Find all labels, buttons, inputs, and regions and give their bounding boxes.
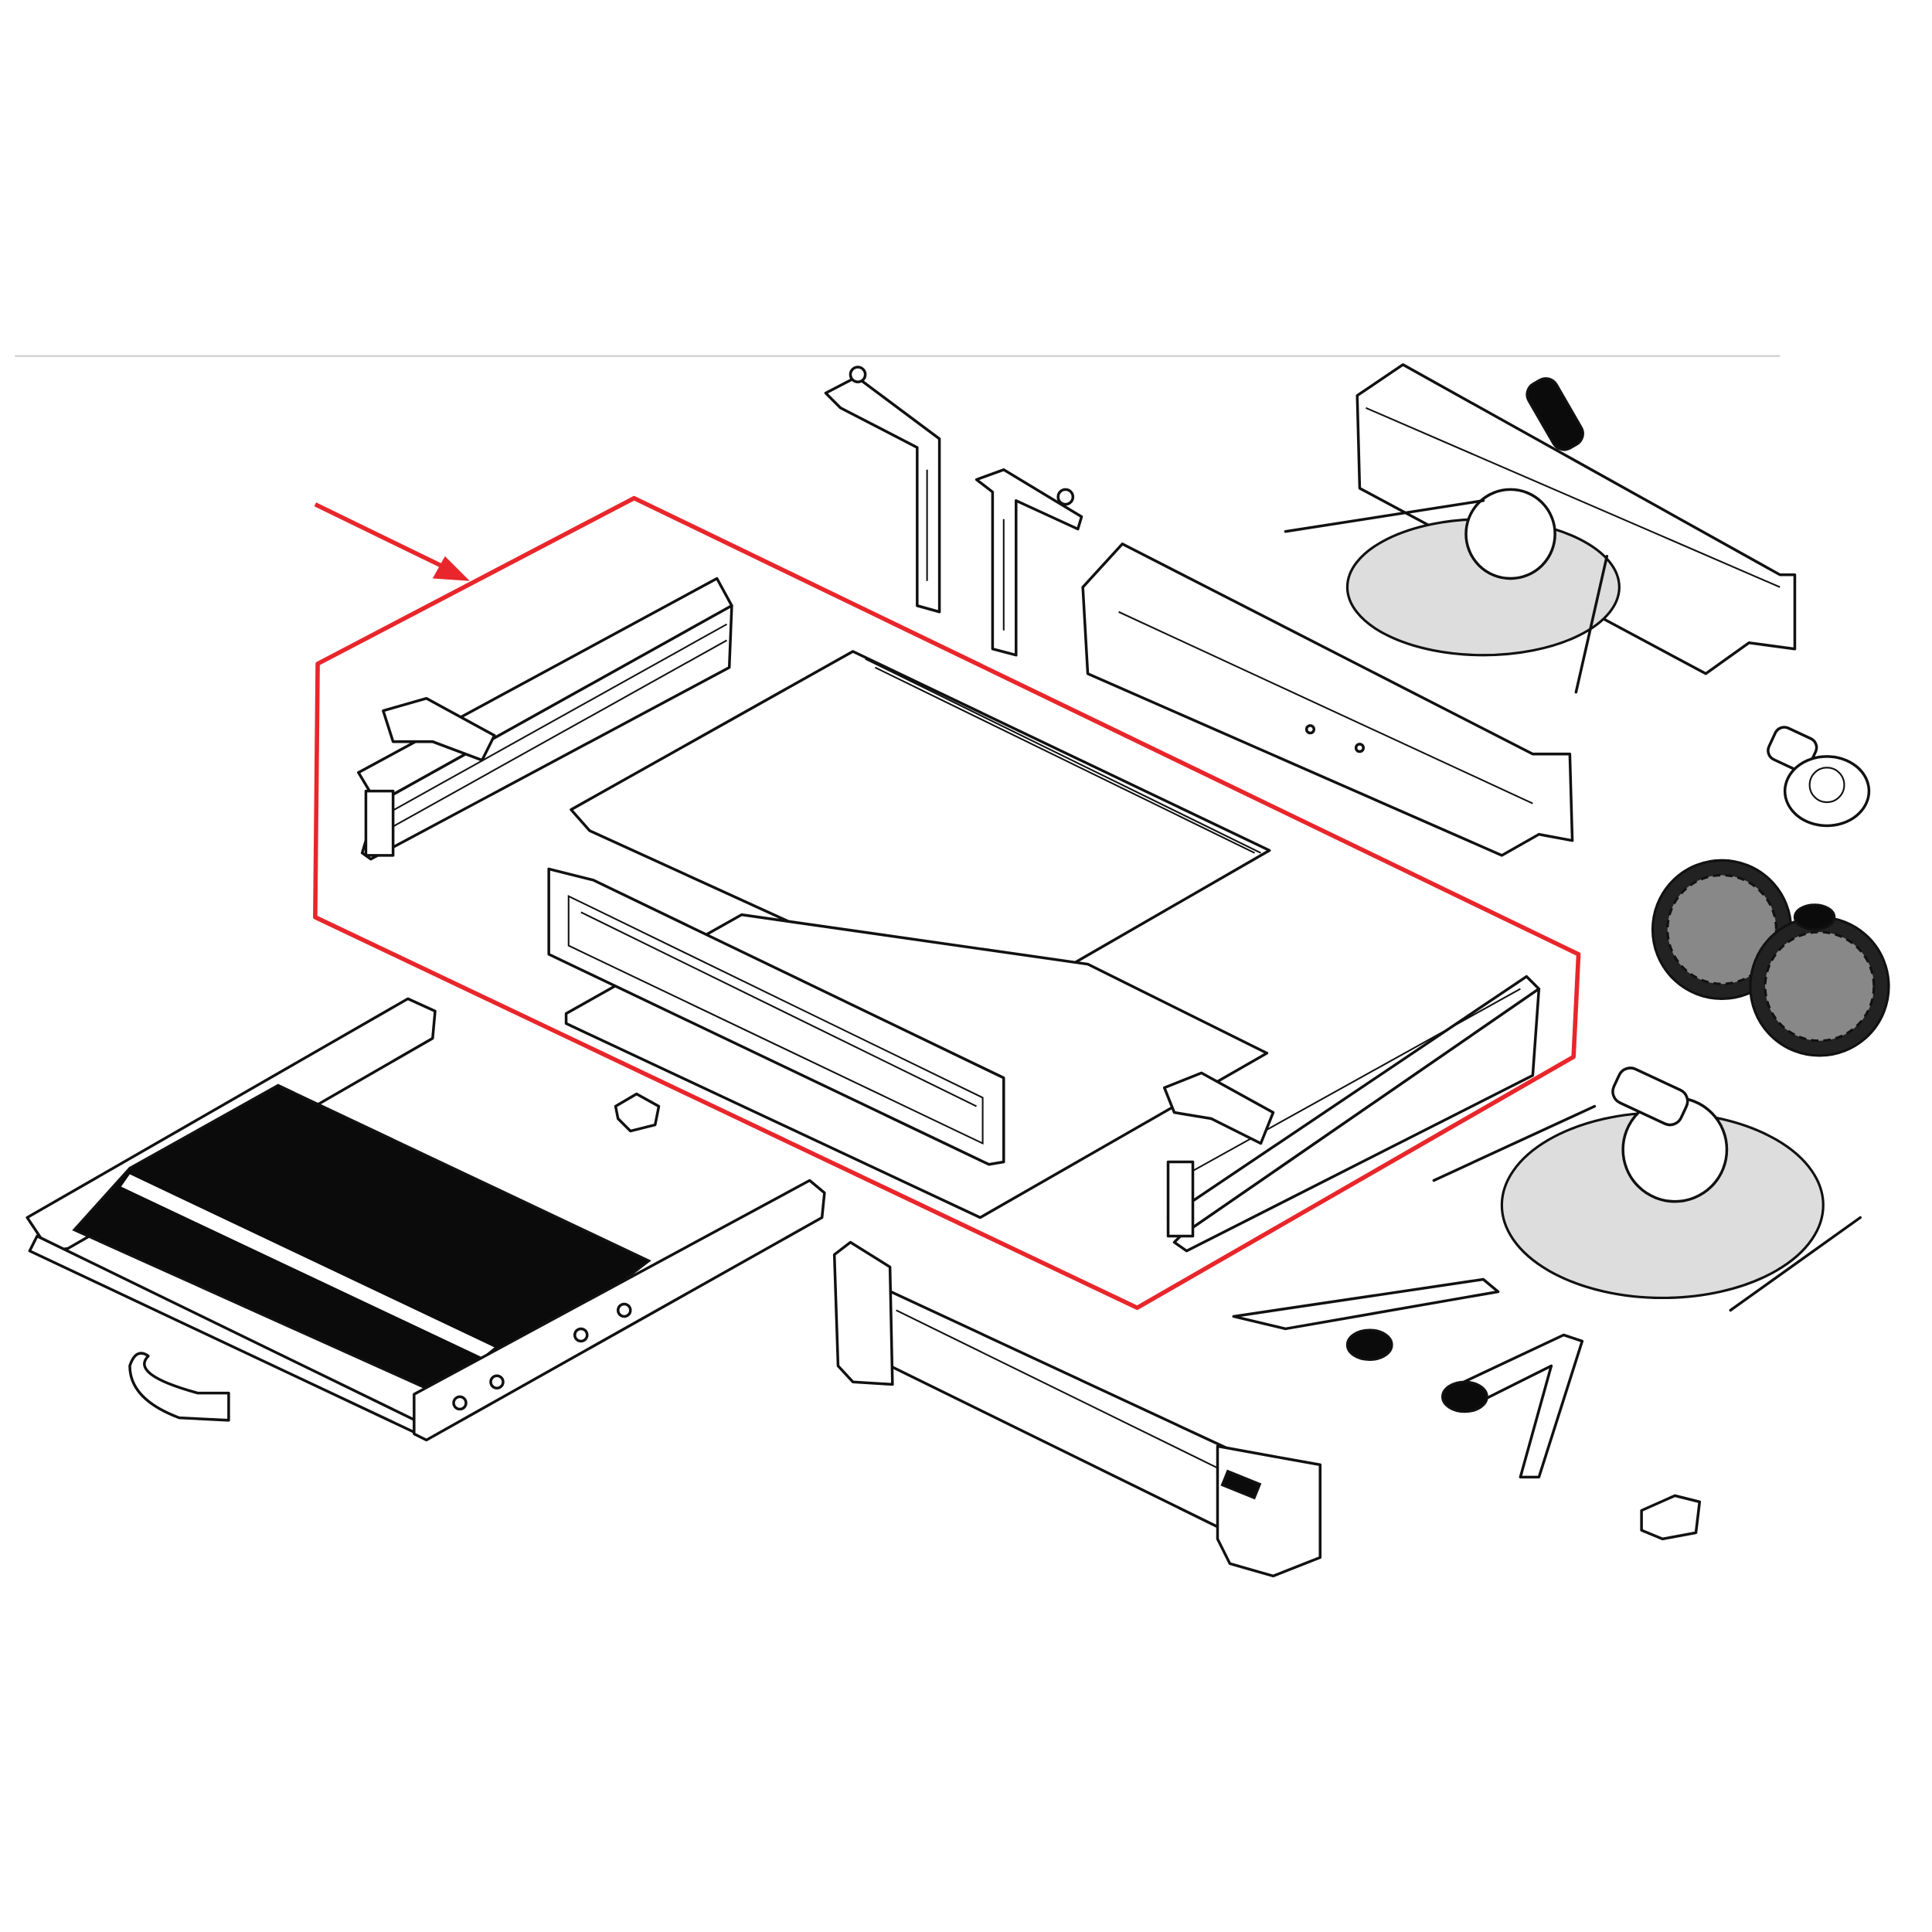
connector-clip[interactable]: [1640, 1494, 1702, 1541]
motor-housing-top[interactable]: [1284, 363, 1797, 694]
step-tread[interactable]: [26, 997, 826, 1442]
small-clip[interactable]: [614, 1092, 661, 1133]
arrow-head-icon: [432, 556, 470, 581]
step-clip[interactable]: [128, 1352, 230, 1422]
left-guide-rail[interactable]: [357, 577, 733, 861]
right-guide-rail[interactable]: [1162, 975, 1541, 1253]
small-motor[interactable]: [1765, 724, 1871, 828]
step-bar[interactable]: [832, 1240, 1322, 1578]
lever-arm-a[interactable]: [1232, 1277, 1500, 1362]
support-channel[interactable]: [1081, 543, 1574, 857]
lever-arm-b[interactable]: [1441, 1333, 1584, 1479]
mounting-bracket-left[interactable]: [824, 366, 941, 614]
highlight-outline: [313, 495, 1581, 1311]
front-frame[interactable]: [547, 867, 1005, 1166]
mounting-bracket-right[interactable]: [975, 468, 1083, 657]
gear-wheels[interactable]: [1651, 859, 1890, 1057]
motor-assembly-bottom[interactable]: [1432, 1064, 1862, 1312]
